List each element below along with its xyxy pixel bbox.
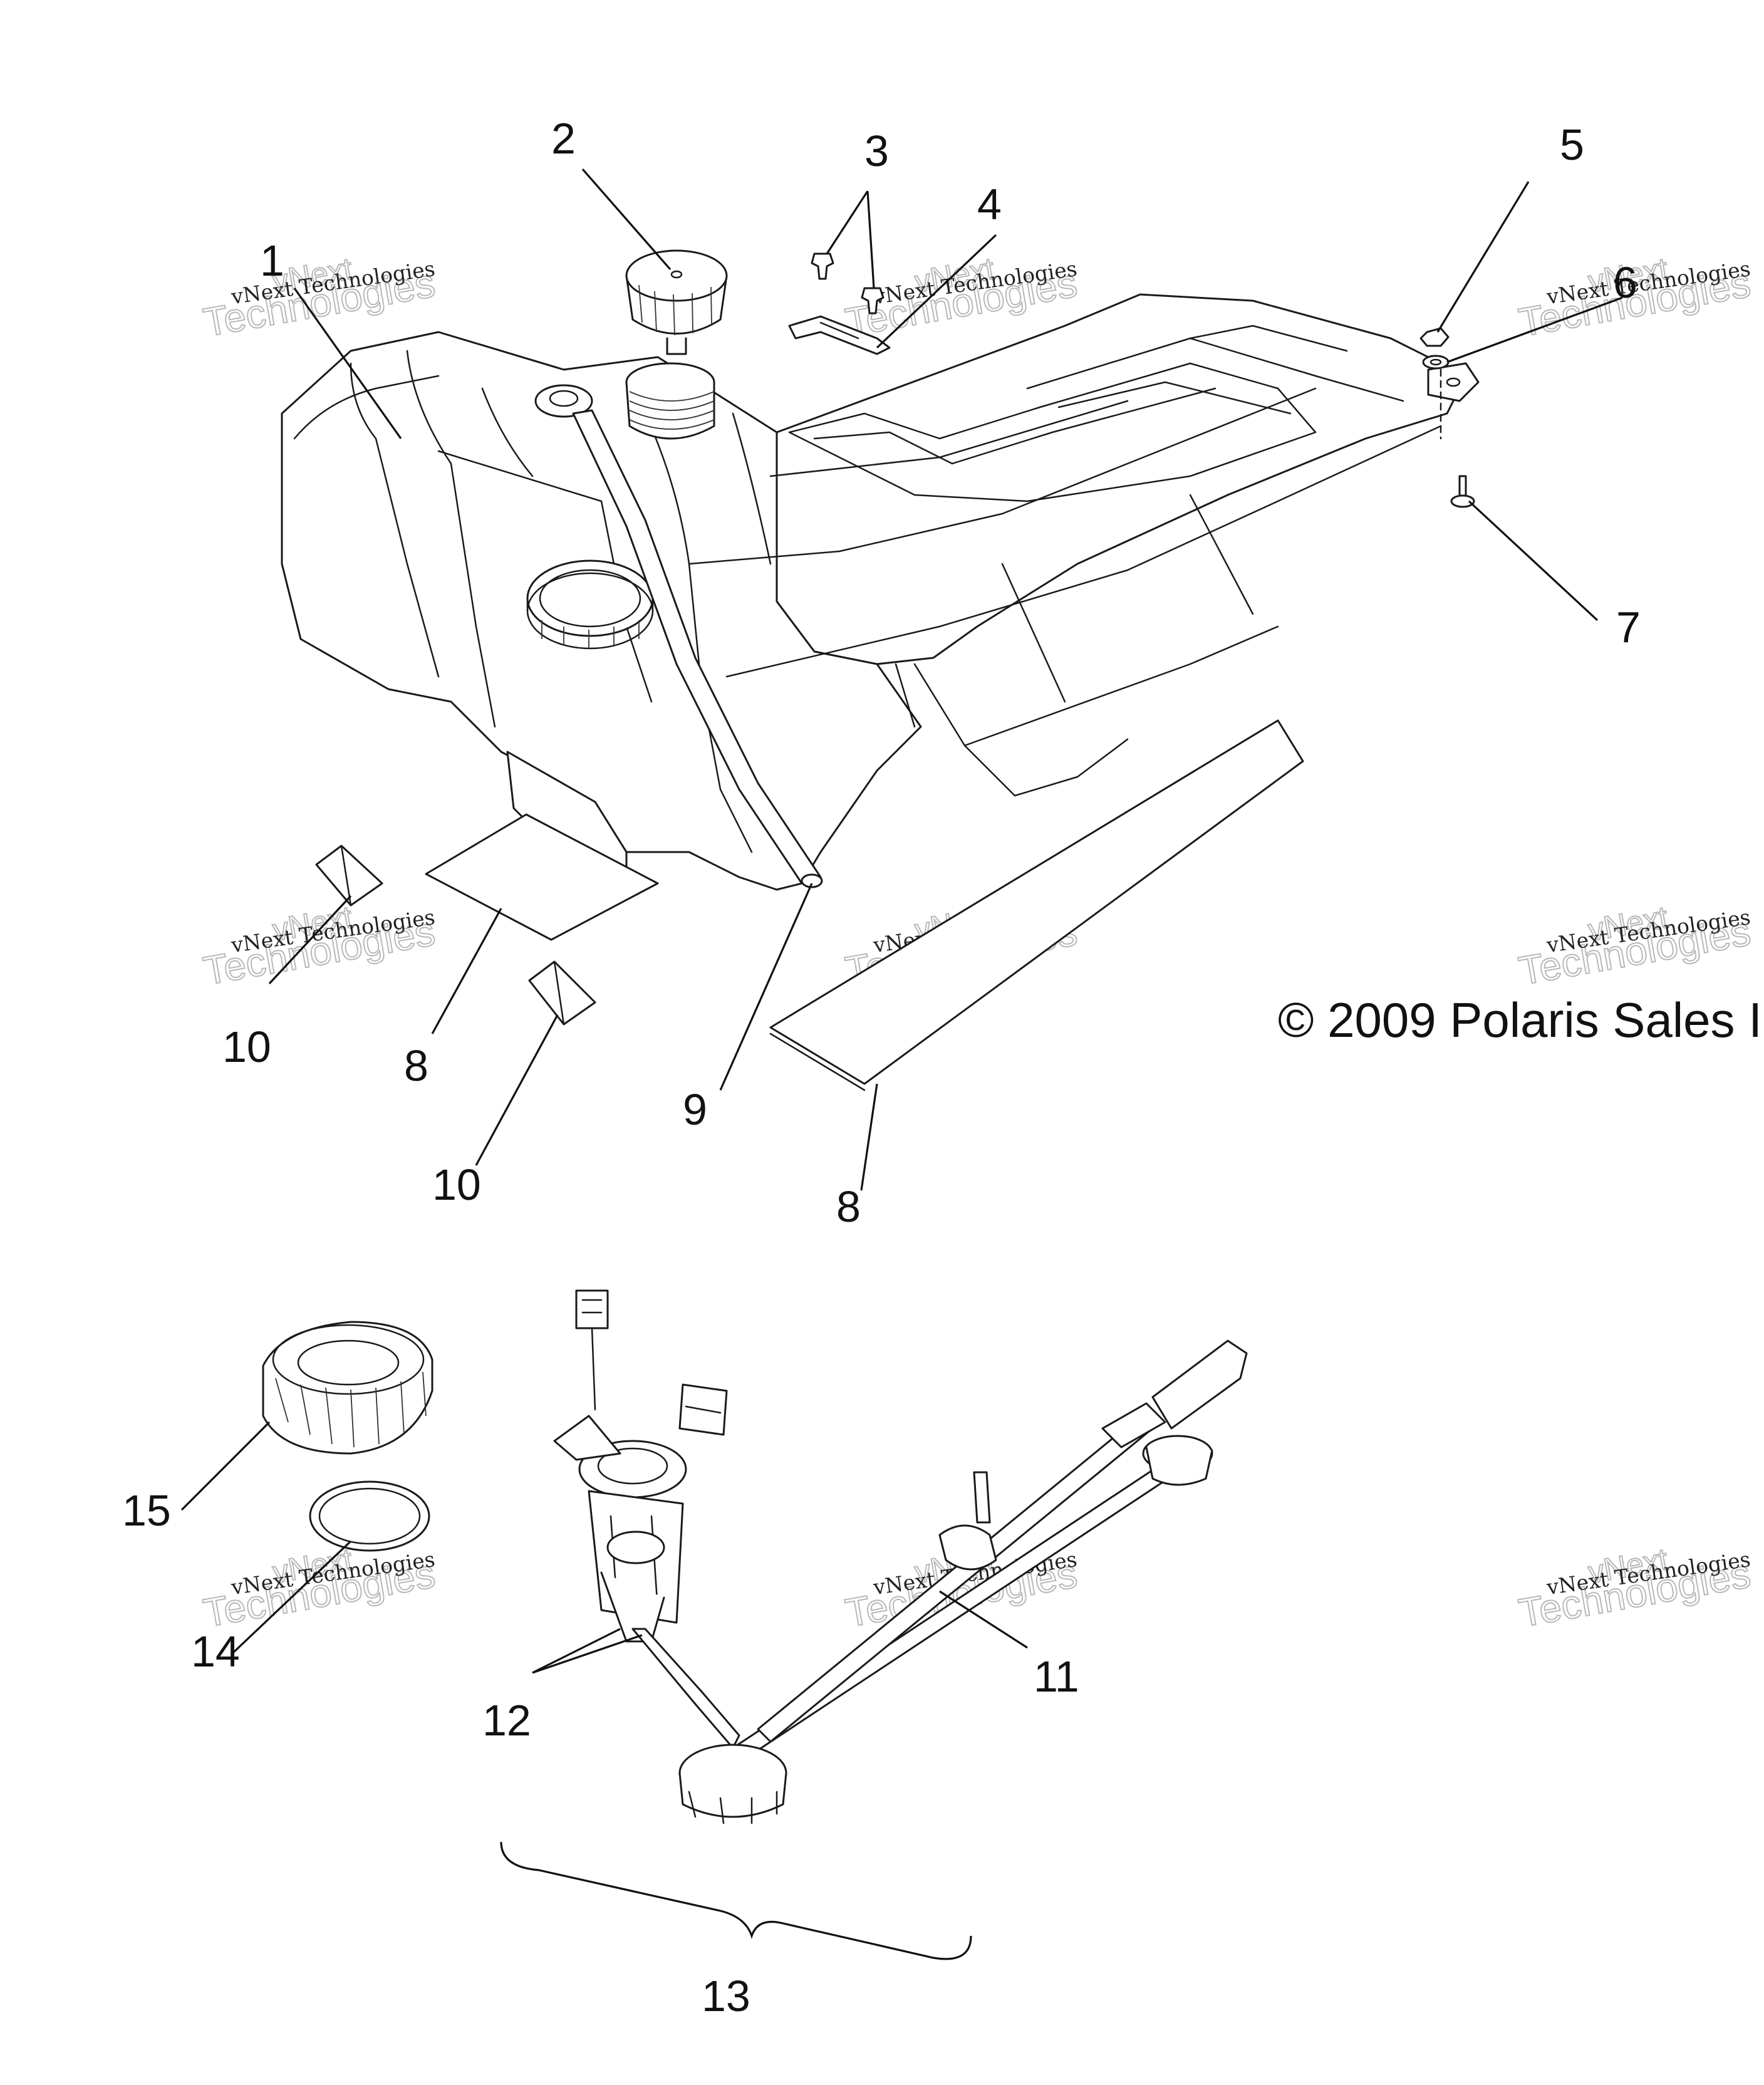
leader-lines [180,168,1623,1960]
callout-8: 8 [836,1182,861,1231]
callout-labels: 1 2 3 4 5 6 7 8 8 9 10 10 11 12 13 14 15 [122,114,1641,2020]
watermark: Technologies vNext vNext Technologies [199,1541,438,1636]
callout-5: 5 [1560,120,1584,169]
callout-15: 15 [122,1486,171,1535]
callout-11: 11 [1034,1652,1079,1701]
fuel-cap [625,249,728,355]
watermark: Technologies vNext vNext Technologies [199,251,438,346]
callout-10: 10 [432,1160,481,1209]
callout-13: 13 [702,1972,750,2020]
callout-4: 4 [977,180,1002,229]
callout-14: 14 [191,1627,240,1676]
lock-ring [262,1321,433,1455]
foam-pad [528,960,596,1026]
o-ring-seal [309,1480,430,1552]
callout-6: 6 [1613,258,1637,307]
foam-pad [315,845,383,907]
watermark: Technologies vNext vNext Technologies [1515,1541,1754,1636]
callout-9: 9 [683,1085,707,1134]
watermark: Technologies vNext vNext Technologies [1515,899,1754,994]
callout-1: 1 [260,236,284,285]
retainer-bracket [788,315,891,355]
callout-12: 12 [482,1696,531,1745]
flange-nut [1419,327,1450,347]
callout-2: 2 [551,114,576,163]
push-rivet [811,252,885,315]
tank-pad [425,813,659,941]
callout-3: 3 [864,127,889,175]
vent-hose [572,409,823,888]
fuel-pump-assembly [553,1289,1248,1824]
watermark: Technologies vNext vNext Technologies [199,899,438,994]
copyright-notice: © 2009 Polaris Sales In [1278,992,1764,1048]
tank-pad [769,719,1304,1091]
callout-7: 7 [1616,603,1641,652]
washer [1422,355,1450,370]
callout-8: 8 [404,1041,428,1090]
callout-10: 10 [222,1022,271,1071]
mount-bolt [1440,368,1475,508]
fuel-tank [281,293,1480,891]
